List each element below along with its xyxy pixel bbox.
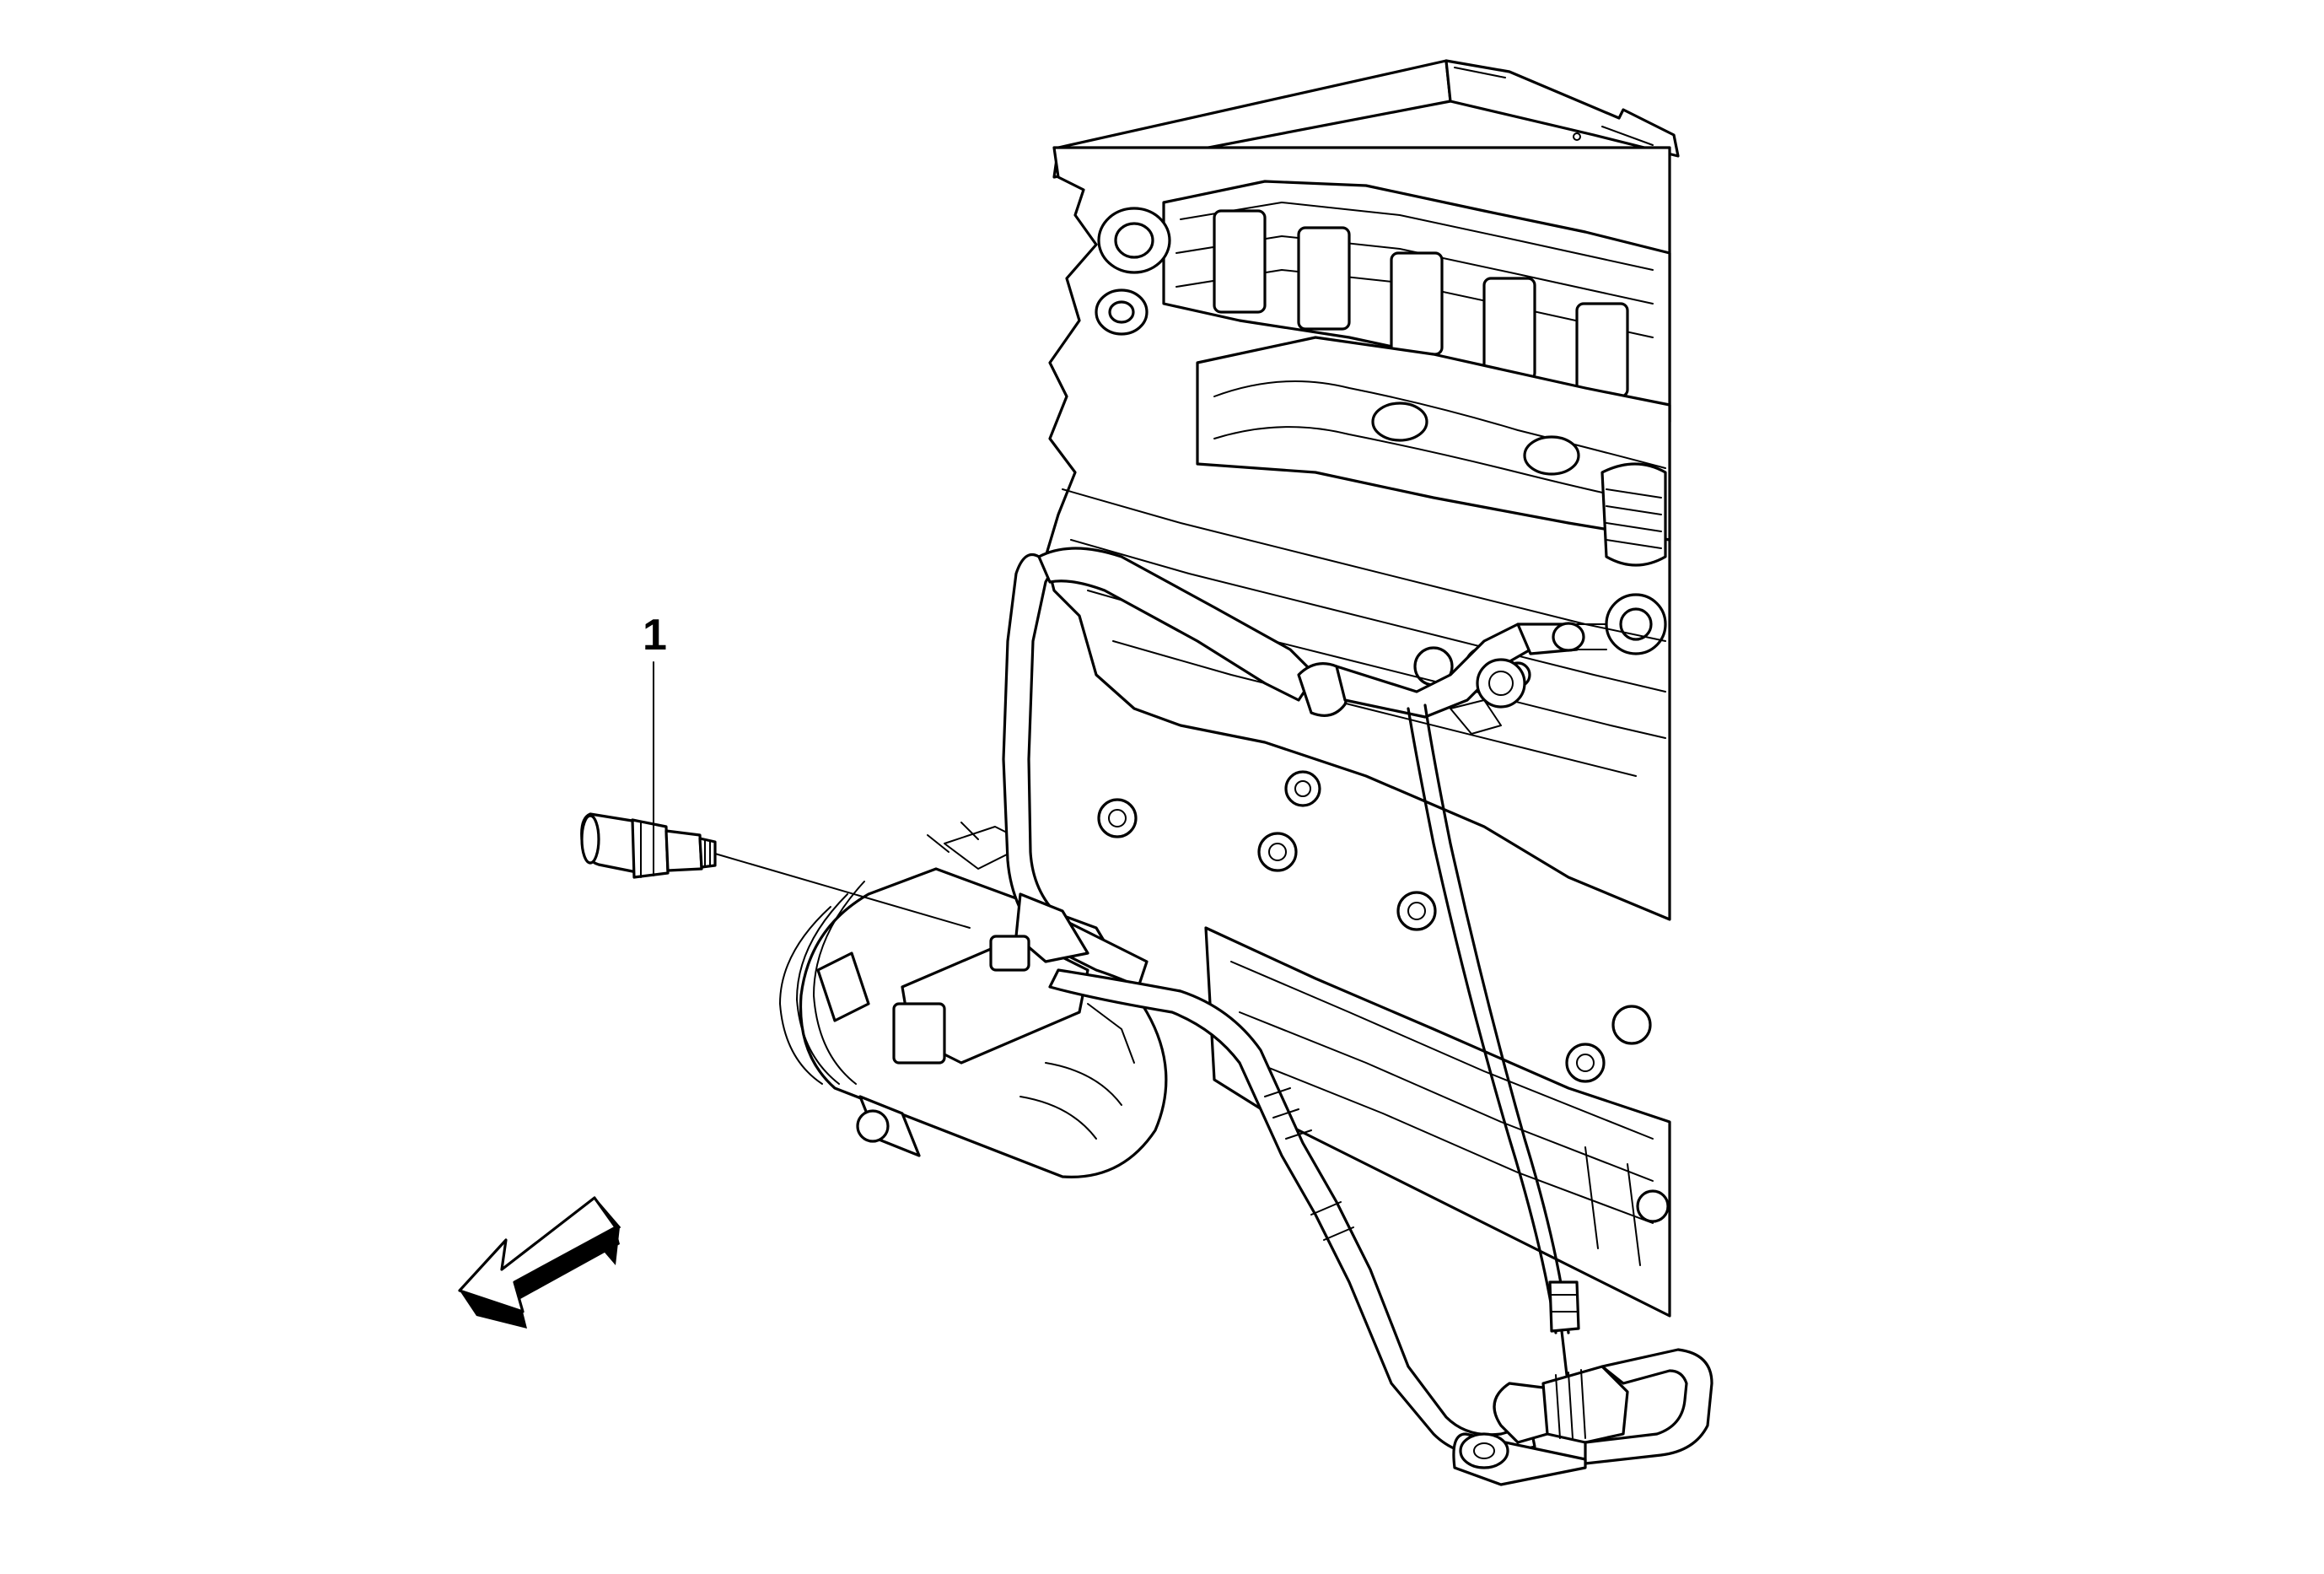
direction-arrow	[458, 1196, 621, 1329]
oil-filter-housing	[779, 822, 1168, 1178]
dipstick-tube	[1407, 699, 1580, 1377]
front-pipe	[989, 547, 1607, 989]
sensor	[580, 812, 717, 879]
intake-manifold	[1196, 336, 1671, 688]
callout-label-1: 1	[643, 611, 667, 660]
ignition-coils	[1095, 207, 1629, 398]
rear-pipe	[1048, 968, 1713, 1486]
installation-leader-line	[714, 853, 971, 929]
engine-block	[1044, 59, 1680, 1318]
